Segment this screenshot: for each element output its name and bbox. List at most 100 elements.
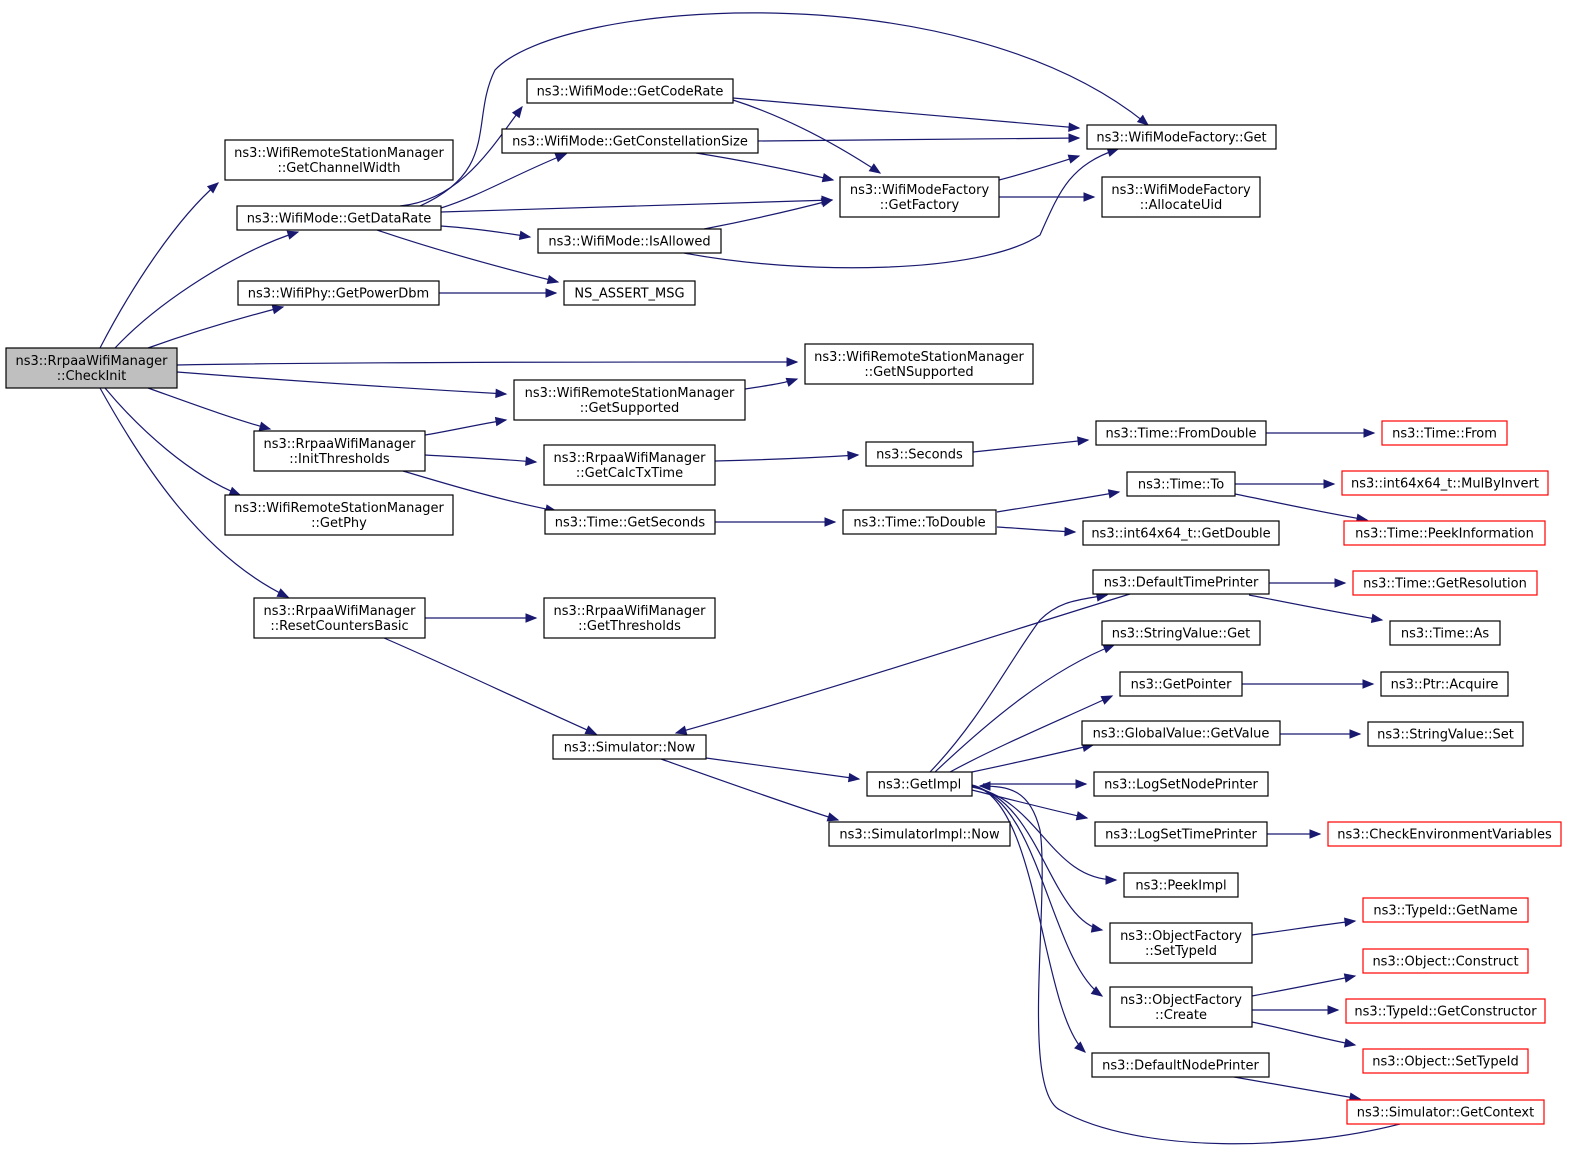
node-box xyxy=(1119,671,1243,697)
node-n21[interactable]: ns3::SimulatorImpl::Now xyxy=(828,821,1011,847)
node-n19[interactable]: ns3::Time::ToDouble xyxy=(842,509,997,535)
node-label: ::ResetCountersBasic xyxy=(270,619,408,634)
edge-arrowhead xyxy=(1075,779,1088,789)
node-n45[interactable]: ns3::TypeId::GetName xyxy=(1362,897,1529,923)
node-n33[interactable]: ns3::PeekImpl xyxy=(1123,872,1239,898)
node-n7[interactable]: ns3::WifiMode::GetCodeRate xyxy=(526,78,734,104)
edge-arrowhead xyxy=(847,450,860,461)
node-label: ns3::CheckEnvironmentVariables xyxy=(1337,828,1552,843)
node-n30[interactable]: ns3::GlobalValue::GetValue xyxy=(1081,720,1281,746)
node-n43[interactable]: ns3::StringValue::Set xyxy=(1367,721,1524,747)
node-box xyxy=(865,441,974,467)
node-n2[interactable]: ns3::WifiMode::GetDataRate xyxy=(236,205,442,231)
node-n17[interactable]: ns3::WifiRemoteStationManager::GetNSuppo… xyxy=(804,343,1034,385)
node-n8[interactable]: ns3::WifiMode::GetConstellationSize xyxy=(501,128,759,154)
node-n0[interactable]: ns3::RrpaaWifiManager::CheckInit xyxy=(5,347,178,389)
node-n34[interactable]: ns3::ObjectFactory::SetTypeId xyxy=(1109,922,1253,964)
node-n23[interactable]: ns3::WifiModeFactory::AllocateUid xyxy=(1101,176,1261,218)
edge-n27-n41 xyxy=(1248,594,1384,623)
edge-n0-n11 xyxy=(176,371,508,399)
node-n28[interactable]: ns3::StringValue::Get xyxy=(1101,620,1261,646)
node-box xyxy=(526,78,734,104)
node-n24[interactable]: ns3::Time::FromDouble xyxy=(1095,420,1267,446)
node-box xyxy=(552,734,707,760)
node-n44[interactable]: ns3::CheckEnvironmentVariables xyxy=(1327,821,1562,847)
node-label: ns3::Time::From xyxy=(1392,427,1497,442)
edge-n36-n49 xyxy=(1233,1076,1362,1102)
edge-line xyxy=(1251,1021,1356,1046)
node-n4[interactable]: ns3::RrpaaWifiManager::InitThresholds xyxy=(253,430,426,472)
node-label: ns3::WifiRemoteStationManager xyxy=(814,350,1024,365)
node-box xyxy=(1362,948,1529,974)
node-box xyxy=(1389,620,1501,646)
node-n37[interactable]: ns3::Time::From xyxy=(1381,420,1508,446)
edge-arrowhead xyxy=(674,725,688,735)
node-n39[interactable]: ns3::Time::PeekInformation xyxy=(1343,520,1546,546)
node-n15[interactable]: ns3::Simulator::Now xyxy=(552,734,707,760)
edge-arrowhead xyxy=(1090,986,1104,997)
node-n31[interactable]: ns3::LogSetNodePrinter xyxy=(1093,771,1269,797)
node-n11[interactable]: ns3::WifiRemoteStationManager::GetSuppor… xyxy=(513,379,746,421)
node-n6[interactable]: ns3::RrpaaWifiManager::ResetCountersBasi… xyxy=(253,597,426,639)
node-label: NS_ASSERT_MSG xyxy=(574,287,684,302)
node-n22[interactable]: ns3::WifiModeFactory::Get xyxy=(1086,124,1277,150)
node-n9[interactable]: ns3::WifiMode::IsAllowed xyxy=(537,228,722,254)
edge-arrowhead xyxy=(276,588,290,598)
node-n40[interactable]: ns3::Time::GetResolution xyxy=(1352,570,1538,596)
edge-n24-n37 xyxy=(1265,428,1376,438)
node-n26[interactable]: ns3::int64x64_t::GetDouble xyxy=(1082,520,1280,546)
edge-line xyxy=(757,137,1080,142)
node-label: ns3::Time::PeekInformation xyxy=(1355,527,1534,542)
node-n29[interactable]: ns3::GetPointer xyxy=(1119,671,1243,697)
node-n16[interactable]: ns3::WifiModeFactory::GetFactory xyxy=(839,176,1000,218)
edge-arrowhead xyxy=(1064,526,1077,537)
node-box xyxy=(5,347,178,389)
node-n41[interactable]: ns3::Time::As xyxy=(1389,620,1501,646)
node-n12[interactable]: ns3::RrpaaWifiManager::GetCalcTxTime xyxy=(543,444,716,486)
node-layer: ns3::RrpaaWifiManager::CheckInitns3::Wif… xyxy=(5,78,1562,1125)
node-n46[interactable]: ns3::Object::Construct xyxy=(1362,948,1529,974)
node-n25[interactable]: ns3::Time::To xyxy=(1126,471,1236,497)
node-n36[interactable]: ns3::DefaultNodePrinter xyxy=(1091,1052,1270,1078)
node-n18[interactable]: ns3::Seconds xyxy=(865,441,974,467)
node-n10[interactable]: NS_ASSERT_MSG xyxy=(563,280,696,306)
edge-arrowhead xyxy=(584,725,598,735)
node-n5[interactable]: ns3::WifiRemoteStationManager::GetPhy xyxy=(224,494,454,536)
node-n27[interactable]: ns3::DefaultTimePrinter xyxy=(1092,569,1270,595)
edge-n19-n26 xyxy=(996,526,1077,537)
edge-n15-n21 xyxy=(660,758,840,822)
node-n42[interactable]: ns3::Ptr::Acquire xyxy=(1380,671,1509,697)
node-label: ns3::WifiRemoteStationManager xyxy=(234,146,444,161)
edge-n19-n25 xyxy=(996,489,1121,513)
edge-arrowhead xyxy=(554,153,568,163)
node-n13[interactable]: ns3::Time::GetSeconds xyxy=(544,509,716,535)
node-label: ns3::ObjectFactory xyxy=(1120,993,1242,1008)
edge-line xyxy=(934,644,1115,773)
node-label: ::GetPhy xyxy=(311,516,367,531)
node-n32[interactable]: ns3::LogSetTimePrinter xyxy=(1094,821,1268,847)
node-n47[interactable]: ns3::TypeId::GetConstructor xyxy=(1345,998,1546,1024)
node-box xyxy=(1101,620,1261,646)
edge-n2-n22 xyxy=(419,12,1150,207)
node-n3[interactable]: ns3::WifiPhy::GetPowerDbm xyxy=(237,280,440,306)
node-n38[interactable]: ns3::int64x64_t::MulByInvert xyxy=(1341,470,1549,496)
edge-arrowhead xyxy=(1075,811,1089,821)
node-label: ns3::WifiPhy::GetPowerDbm xyxy=(248,287,429,302)
node-n1[interactable]: ns3::WifiRemoteStationManager::GetChanne… xyxy=(224,139,454,181)
edge-arrowhead xyxy=(525,613,538,623)
node-label: ns3::StringValue::Get xyxy=(1112,627,1250,642)
node-n48[interactable]: ns3::Object::SetTypeId xyxy=(1362,1048,1529,1074)
node-n35[interactable]: ns3::ObjectFactory::Create xyxy=(1109,986,1253,1028)
node-n49[interactable]: ns3::Simulator::GetContext xyxy=(1346,1099,1545,1125)
edge-arrowhead xyxy=(1327,1005,1340,1015)
edge-arrowhead xyxy=(1090,923,1104,933)
edge-line xyxy=(1233,1076,1361,1100)
edge-n8-n22 xyxy=(757,133,1081,143)
edge-arrowhead xyxy=(1344,917,1357,927)
edge-arrowhead xyxy=(1323,479,1336,489)
node-n14[interactable]: ns3::RrpaaWifiManager::GetThresholds xyxy=(543,597,716,639)
node-box xyxy=(1362,897,1529,923)
node-n20[interactable]: ns3::GetImpl xyxy=(866,771,973,797)
edge-line xyxy=(703,199,833,230)
node-label: ns3::Simulator::GetContext xyxy=(1357,1106,1534,1121)
